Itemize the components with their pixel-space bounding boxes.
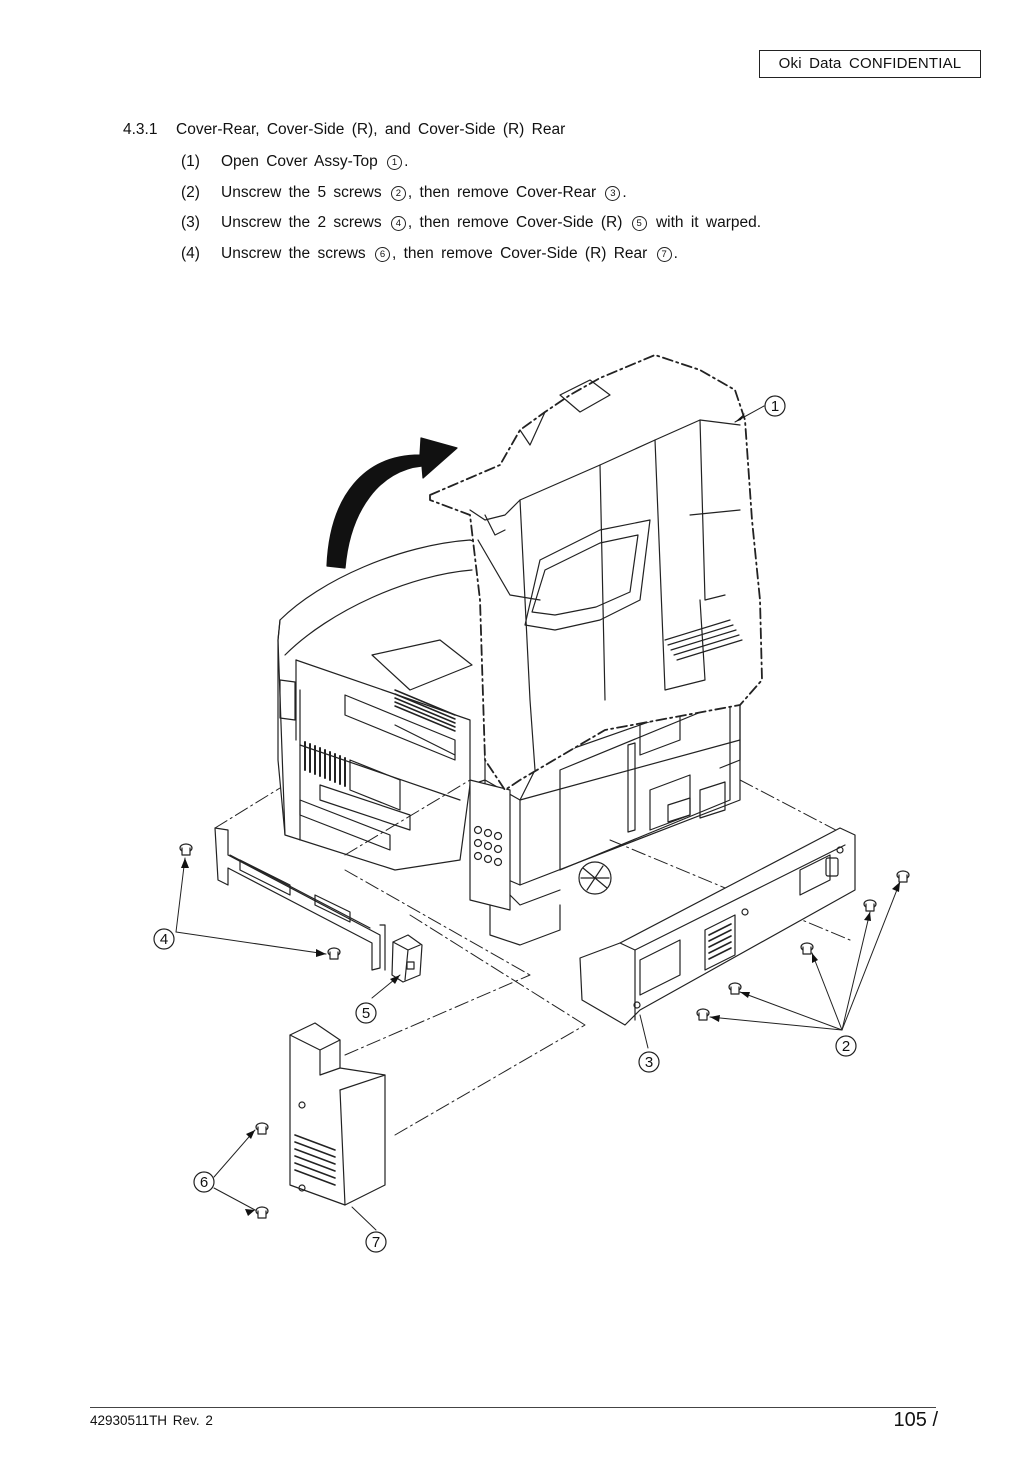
step-text: .: [622, 184, 627, 201]
step-text: Unscrew the 5 screws: [221, 184, 382, 201]
page-number: 105 /: [893, 1409, 938, 1431]
step-text: , then remove Cover-Side (R) Rear: [392, 245, 648, 262]
cover-side-r-bracket: [391, 934, 423, 983]
callout-7: 7: [365, 1231, 387, 1253]
step-text: Unscrew the 2 screws: [221, 214, 382, 231]
circled-number: 4: [390, 216, 406, 231]
step-2: (2) Unscrew the 5 screws 2, then remove C…: [181, 184, 627, 202]
section-heading: 4.3.1 Cover-Rear, Cover-Side (R), and Cov…: [123, 121, 565, 139]
document-id: 42930511TH Rev. 2: [90, 1413, 213, 1428]
circled-number: 2: [390, 186, 406, 201]
printer-chassis: [469, 654, 741, 946]
svg-text:6: 6: [200, 1174, 208, 1191]
cover-rear: [579, 827, 856, 1026]
callout-arrowheads: [181, 413, 900, 1216]
circled-number: 1: [387, 155, 403, 170]
step-text: Open Cover Assy-Top: [221, 153, 378, 170]
callout-1: 1: [764, 395, 786, 417]
step-number: (1): [181, 153, 200, 170]
screw-icon: [327, 947, 341, 960]
svg-text:2: 2: [842, 1038, 850, 1055]
section-number: 4.3.1: [123, 121, 158, 138]
step-4: (4) Unscrew the screws 6, then remove Cov…: [181, 245, 678, 263]
cover-assy-top: [429, 354, 763, 791]
cover-side-r-rear: [289, 1022, 386, 1206]
step-text: .: [673, 245, 678, 262]
screw-icon: [728, 982, 742, 995]
callout-5: 5: [355, 1002, 377, 1024]
step-text: , then remove Cover-Side (R): [407, 214, 623, 231]
step-text: , then remove Cover-Rear: [407, 184, 597, 201]
cover-side-r-panel: [214, 827, 386, 971]
callout-6: 6: [193, 1171, 215, 1193]
step-1: (1) Open Cover Assy-Top 1.: [181, 153, 408, 171]
step-number: (4): [181, 245, 200, 262]
step-3: (3) Unscrew the 2 screws 4, then remove C…: [181, 214, 761, 232]
svg-text:1: 1: [771, 398, 779, 415]
callout-3: 3: [638, 1051, 660, 1073]
step-text: Unscrew the screws: [221, 245, 366, 262]
open-direction-arrow: [326, 437, 458, 569]
screws: [179, 843, 910, 1219]
callout-2: 2: [835, 1035, 857, 1057]
callouts: 1 2 3 4 5 6 7: [153, 395, 857, 1253]
circled-number: 6: [375, 247, 390, 262]
printer-body: [277, 539, 486, 871]
screw-icon: [896, 870, 910, 883]
step-number: (2): [181, 184, 200, 201]
screw-icon: [255, 1122, 269, 1135]
section-title: Cover-Rear, Cover-Side (R), and Cover-Si…: [176, 121, 566, 138]
screw-icon: [179, 843, 193, 856]
callout-4: 4: [153, 928, 175, 950]
step-number: (3): [181, 214, 200, 231]
screw-icon: [696, 1008, 710, 1021]
step-text: .: [404, 153, 409, 170]
svg-text:5: 5: [362, 1005, 370, 1022]
screw-icon: [863, 899, 877, 912]
screw-icon: [255, 1206, 269, 1219]
svg-text:3: 3: [645, 1054, 653, 1071]
circled-number: 7: [656, 247, 672, 262]
footer-rule: [90, 1407, 936, 1408]
screw-icon: [800, 942, 814, 955]
svg-text:4: 4: [160, 931, 168, 948]
circled-number: 5: [631, 216, 647, 231]
svg-text:7: 7: [372, 1234, 380, 1251]
confidential-stamp: Oki Data CONFIDENTIAL: [759, 50, 981, 78]
circled-number: 3: [605, 186, 621, 201]
step-text: with it warped.: [655, 214, 762, 231]
